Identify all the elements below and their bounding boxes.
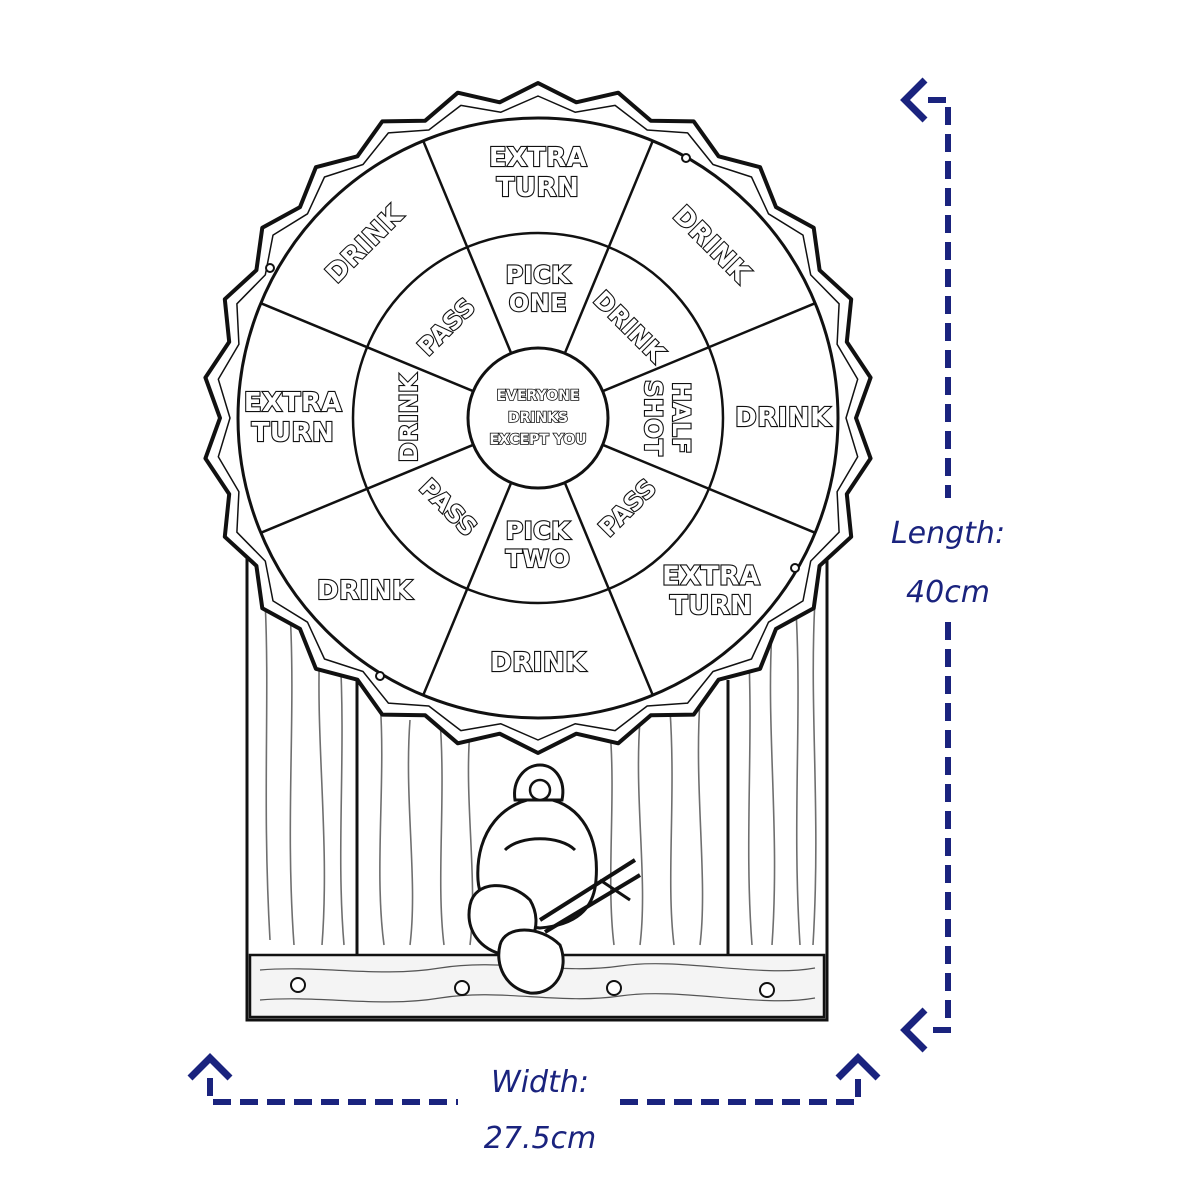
segment-divider xyxy=(422,140,513,354)
length-dimension: Length: 40cm xyxy=(891,77,1005,1053)
rivet xyxy=(454,980,470,996)
inner-segment-label: DRINK xyxy=(395,373,423,462)
dart-shaft xyxy=(543,873,642,934)
segment-divider xyxy=(563,140,654,354)
width-arrow-left-icon xyxy=(187,1053,233,1081)
screw xyxy=(790,563,800,573)
bullseye-label: EVERYONE DRINKS EXCEPT YOU xyxy=(489,387,588,449)
screw xyxy=(681,153,691,163)
width-line-left xyxy=(207,1078,458,1105)
dart-shaft xyxy=(599,878,631,902)
segment-divider xyxy=(602,302,816,393)
metal-texture-2 xyxy=(259,993,816,1003)
bullseye-line: EVERYONE xyxy=(497,388,580,404)
length-arrow-top-icon xyxy=(900,77,928,123)
rivet xyxy=(759,982,775,998)
segment-divider xyxy=(602,443,816,534)
opener-screw xyxy=(528,778,552,802)
bullseye-line: DRINKS xyxy=(508,410,568,426)
length-label: Length: xyxy=(891,516,1005,551)
width-dimension: Width: 27.5cm xyxy=(187,1053,881,1156)
inner-segment-label: HALFSHOT xyxy=(639,380,695,456)
dart-flight xyxy=(497,928,565,995)
bottle-opener xyxy=(467,763,642,995)
segment-dividers xyxy=(260,140,816,696)
length-line-bottom xyxy=(928,622,951,1033)
board-middle-circle xyxy=(351,231,725,605)
bullseye-line: EXCEPT YOU xyxy=(489,432,586,448)
segment-divider xyxy=(422,482,513,696)
width-value: 27.5cm xyxy=(484,1121,597,1156)
outer-segment-label: DRINK xyxy=(735,403,831,433)
length-line-top xyxy=(928,97,951,498)
outer-segment-label: DRINK xyxy=(490,648,586,678)
segment-divider xyxy=(563,482,654,696)
screw xyxy=(265,263,275,273)
opener-lip xyxy=(503,837,577,852)
board-bullseye-circle xyxy=(466,346,610,490)
wood-grain xyxy=(264,599,817,946)
length-value: 40cm xyxy=(906,575,990,610)
screw xyxy=(375,671,385,681)
segment-divider xyxy=(260,302,474,393)
dart-shaft xyxy=(538,858,637,922)
width-label: Width: xyxy=(491,1065,589,1100)
width-arrow-right-icon xyxy=(835,1053,881,1081)
length-arrow-bottom-icon xyxy=(900,1007,928,1053)
rivet xyxy=(290,977,306,993)
segment-divider xyxy=(260,443,474,534)
outer-segment-label: DRINK xyxy=(317,576,413,606)
rivet xyxy=(606,980,622,996)
width-line-right xyxy=(620,1078,861,1105)
bottle-cap-inner-edge xyxy=(217,95,859,741)
